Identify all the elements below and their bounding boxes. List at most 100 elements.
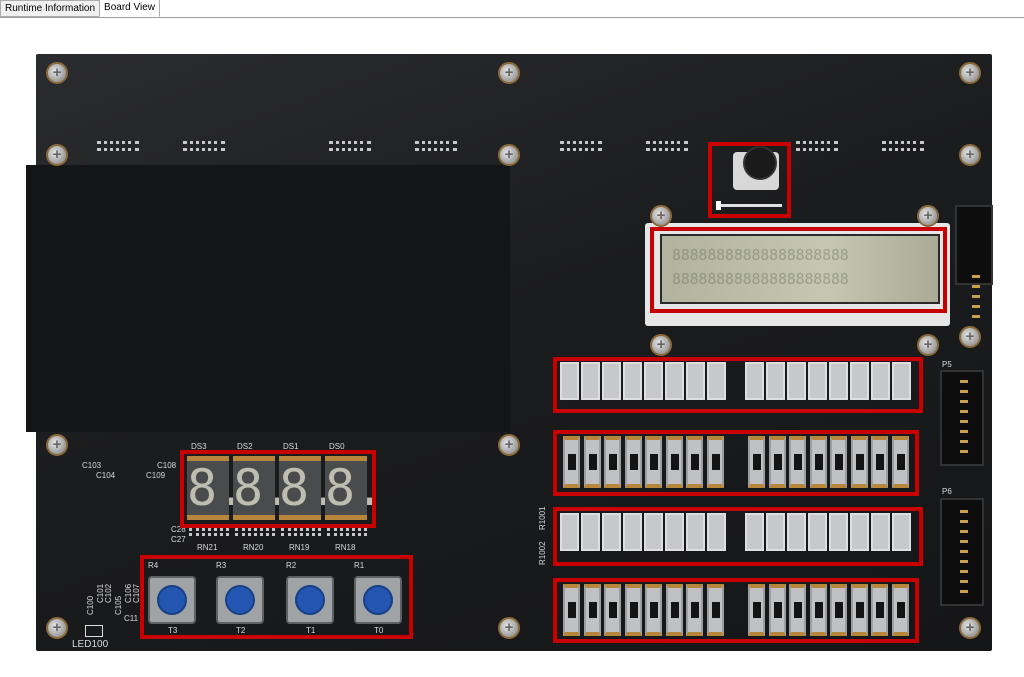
led-segment bbox=[623, 362, 642, 400]
ic-chip bbox=[560, 141, 602, 151]
slide-switch[interactable] bbox=[830, 436, 847, 488]
slide-switch[interactable] bbox=[706, 436, 724, 488]
slide-switch[interactable] bbox=[809, 584, 827, 636]
screw-icon bbox=[650, 205, 672, 227]
screw-icon bbox=[498, 617, 520, 639]
slide-switch[interactable] bbox=[789, 584, 806, 636]
potentiometer[interactable] bbox=[733, 146, 779, 190]
led-segment bbox=[560, 362, 579, 400]
label-c103: C103 bbox=[82, 461, 102, 470]
led-segment bbox=[850, 513, 869, 551]
label-button: T2 bbox=[236, 626, 246, 635]
screw-icon bbox=[46, 434, 68, 456]
label-r1002: R1002 bbox=[538, 541, 547, 565]
slide-switch[interactable] bbox=[891, 436, 909, 488]
header-pin bbox=[960, 390, 968, 393]
slide-switch[interactable] bbox=[686, 584, 703, 636]
screw-icon bbox=[959, 62, 981, 84]
screw-icon bbox=[498, 62, 520, 84]
label-c102: C102 bbox=[104, 583, 113, 603]
slide-switch[interactable] bbox=[645, 584, 662, 636]
slide-switch[interactable] bbox=[789, 436, 806, 488]
seven-segment-digit[interactable]: 8. bbox=[233, 456, 293, 520]
screw-icon bbox=[498, 434, 520, 456]
knob-icon bbox=[743, 146, 777, 180]
push-button[interactable] bbox=[148, 576, 196, 624]
slide-switch[interactable] bbox=[871, 584, 888, 636]
lcd-display[interactable]: 88888888888888888888 8888888888888888888… bbox=[660, 234, 940, 304]
led-segment bbox=[623, 513, 642, 551]
led-segment bbox=[850, 362, 869, 400]
label-resistor-network: RN21 bbox=[197, 543, 218, 552]
slide-switch[interactable] bbox=[563, 584, 580, 636]
slide-switch[interactable] bbox=[583, 436, 601, 488]
button-cap bbox=[225, 585, 255, 615]
slide-switch[interactable] bbox=[665, 436, 683, 488]
push-button[interactable] bbox=[286, 576, 334, 624]
slide-switch[interactable] bbox=[624, 436, 642, 488]
led-segment bbox=[871, 513, 890, 551]
header-pin bbox=[960, 450, 968, 453]
ic-chip bbox=[646, 141, 688, 151]
push-button[interactable] bbox=[354, 576, 402, 624]
slider-thumb[interactable] bbox=[716, 201, 721, 210]
screw-icon bbox=[498, 144, 520, 166]
led-bar-highlight-lower bbox=[553, 507, 923, 566]
led-segment bbox=[829, 513, 848, 551]
slide-switch[interactable] bbox=[563, 436, 580, 488]
potentiometer-slider[interactable] bbox=[716, 201, 782, 210]
slide-switch[interactable] bbox=[748, 584, 765, 636]
slide-switch[interactable] bbox=[706, 584, 724, 636]
screw-icon bbox=[959, 326, 981, 348]
ic-chip bbox=[329, 141, 371, 151]
slide-switch[interactable] bbox=[850, 584, 868, 636]
tab-board-view[interactable]: Board View bbox=[99, 0, 161, 17]
slide-switch[interactable] bbox=[768, 584, 786, 636]
slide-switch[interactable] bbox=[686, 436, 703, 488]
led-segment bbox=[829, 362, 848, 400]
header-pin bbox=[960, 380, 968, 383]
led-segment bbox=[707, 362, 726, 400]
led-segment bbox=[665, 362, 684, 400]
label-resistor-network: RN19 bbox=[289, 543, 310, 552]
screw-icon bbox=[46, 617, 68, 639]
slide-switch[interactable] bbox=[871, 436, 888, 488]
header-pin bbox=[960, 530, 968, 533]
tab-runtime-information[interactable]: Runtime Information bbox=[0, 0, 101, 17]
led-segment bbox=[686, 362, 705, 400]
slide-switch[interactable] bbox=[624, 584, 642, 636]
screw-icon bbox=[917, 334, 939, 356]
slide-switch[interactable] bbox=[830, 584, 847, 636]
header-pin bbox=[960, 420, 968, 423]
ic-chip bbox=[183, 141, 225, 151]
seven-segment-digit[interactable]: 8. bbox=[279, 456, 339, 520]
slide-switch[interactable] bbox=[604, 436, 621, 488]
slide-switch[interactable] bbox=[583, 584, 601, 636]
header-pin bbox=[960, 550, 968, 553]
screw-icon bbox=[650, 334, 672, 356]
slide-switch[interactable] bbox=[604, 584, 621, 636]
led-segment bbox=[644, 513, 663, 551]
slide-switch[interactable] bbox=[891, 584, 909, 636]
screw-icon bbox=[959, 617, 981, 639]
led-segment bbox=[766, 513, 785, 551]
slide-switch[interactable] bbox=[665, 584, 683, 636]
lcd-highlight bbox=[650, 227, 947, 313]
button-cap bbox=[295, 585, 325, 615]
led-segment bbox=[808, 513, 827, 551]
label-display: DS1 bbox=[283, 442, 299, 451]
slide-switch[interactable] bbox=[850, 436, 868, 488]
slide-switch[interactable] bbox=[809, 436, 827, 488]
push-button[interactable] bbox=[216, 576, 264, 624]
led-segment bbox=[871, 362, 890, 400]
header-pin bbox=[960, 590, 968, 593]
seven-segment-highlight bbox=[180, 450, 376, 528]
led100 bbox=[85, 625, 103, 637]
label-c109: C109 bbox=[146, 471, 166, 480]
label-display: DS3 bbox=[191, 442, 207, 451]
potentiometer-highlight bbox=[708, 142, 791, 218]
header-connector-top bbox=[955, 205, 993, 285]
slide-switch[interactable] bbox=[645, 436, 662, 488]
slide-switch[interactable] bbox=[768, 436, 786, 488]
slide-switch[interactable] bbox=[748, 436, 765, 488]
